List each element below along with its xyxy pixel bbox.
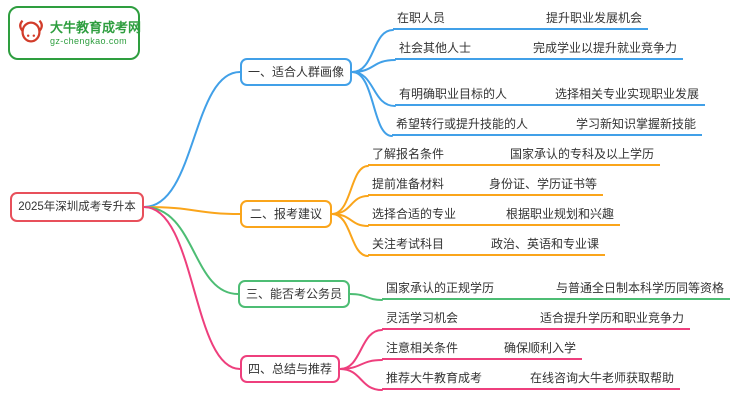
leaf-row: 在职人员 提升职业发展机会 <box>393 10 648 30</box>
bull-logo-icon <box>16 16 46 51</box>
leaf-row: 灵活学习机会 适合提升学历和职业竞争力 <box>382 310 690 330</box>
branch-node-summary: 四、总结与推荐 <box>240 355 340 383</box>
leaf-row: 注意相关条件 确保顺利入学 <box>382 340 582 360</box>
leaf-detail: 提升职业发展机会 <box>545 11 642 25</box>
leaf-topic: 提前准备材料 <box>372 177 445 191</box>
leaf-topic: 希望转行或提升技能的人 <box>396 117 529 131</box>
leaf-topic: 推荐大牛教育成考 <box>386 371 483 385</box>
leaf-detail: 国家承认的专科及以上学历 <box>509 147 654 161</box>
leaf-topic: 社会其他人士 <box>399 41 472 55</box>
leaf-detail: 在线咨询大牛老师获取帮助 <box>529 371 674 385</box>
leaf-topic: 选择合适的专业 <box>372 207 457 221</box>
leaf-row: 国家承认的正规学历 与普通全日制本科学历同等资格 <box>382 280 730 300</box>
leaf-detail: 完成学业以提升就业竞争力 <box>532 41 677 55</box>
leaf-row: 选择合适的专业 根据职业规划和兴趣 <box>368 206 620 226</box>
logo-title: 大牛教育成考网 <box>50 19 142 35</box>
leaf-topic: 灵活学习机会 <box>386 311 459 325</box>
logo-domain: gz-chengkao.com <box>50 36 128 47</box>
leaf-detail: 适合提升学历和职业竞争力 <box>539 311 684 325</box>
leaf-detail: 确保顺利入学 <box>503 341 576 355</box>
leaf-topic: 有明确职业目标的人 <box>399 87 508 101</box>
leaf-detail: 根据职业规划和兴趣 <box>505 207 614 221</box>
leaf-detail: 与普通全日制本科学历同等资格 <box>555 281 724 295</box>
leaf-detail: 学习新知识掌握新技能 <box>575 117 696 131</box>
leaf-topic: 了解报名条件 <box>372 147 445 161</box>
site-logo: 大牛教育成考网 gz-chengkao.com <box>8 6 142 60</box>
branch-node-civil-service: 三、能否考公务员 <box>238 280 350 308</box>
leaf-detail: 政治、英语和专业课 <box>490 237 599 251</box>
leaf-detail: 选择相关专业实现职业发展 <box>554 87 699 101</box>
root-node: 2025年深圳成考专升本 <box>10 192 144 222</box>
leaf-topic: 注意相关条件 <box>386 341 459 355</box>
leaf-row: 有明确职业目标的人 选择相关专业实现职业发展 <box>395 86 705 106</box>
leaf-row: 社会其他人士 完成学业以提升就业竞争力 <box>395 40 683 60</box>
branch-node-audience: 一、适合人群画像 <box>240 58 352 86</box>
leaf-topic: 国家承认的正规学历 <box>386 281 495 295</box>
leaf-row: 了解报名条件 国家承认的专科及以上学历 <box>368 146 660 166</box>
leaf-topic: 在职人员 <box>397 11 446 25</box>
leaf-row: 关注考试科目 政治、英语和专业课 <box>368 236 605 256</box>
leaf-row: 提前准备材料 身份证、学历证书等 <box>368 176 603 196</box>
leaf-detail: 身份证、学历证书等 <box>488 177 597 191</box>
leaf-topic: 关注考试科目 <box>372 237 445 251</box>
leaf-row: 推荐大牛教育成考 在线咨询大牛老师获取帮助 <box>382 370 680 390</box>
leaf-row: 希望转行或提升技能的人 学习新知识掌握新技能 <box>392 116 702 136</box>
branch-node-advice: 二、报考建议 <box>240 200 332 228</box>
